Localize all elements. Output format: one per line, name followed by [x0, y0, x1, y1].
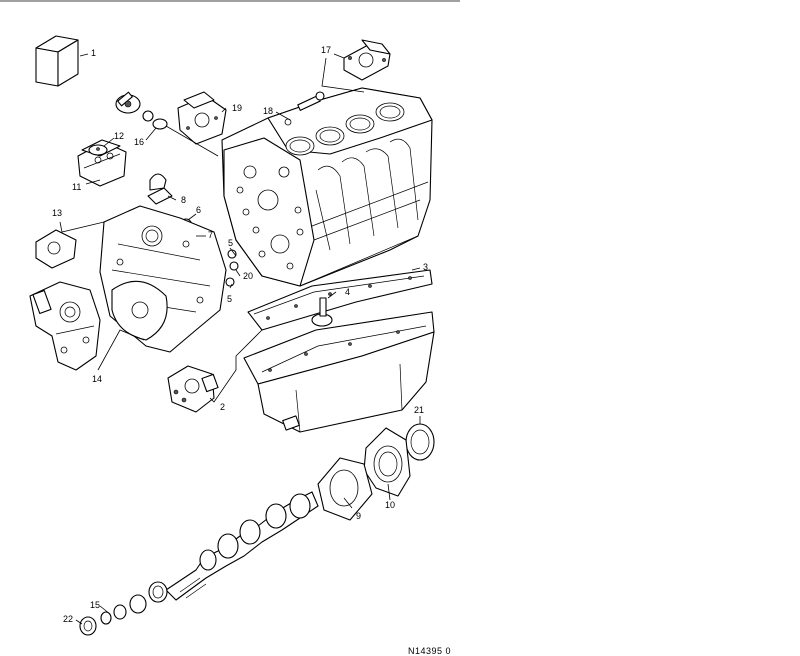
callout-4: 4 — [345, 287, 350, 297]
callout-18: 18 — [263, 106, 273, 116]
callout-2: 2 — [220, 402, 225, 412]
callout-6: 6 — [196, 205, 201, 215]
callout-1: 1 — [91, 48, 96, 58]
callout-8: 8 — [181, 195, 186, 205]
callout-15: 15 — [90, 600, 100, 610]
part-19-housing[interactable] — [177, 91, 227, 145]
part-4-strainer[interactable] — [311, 297, 333, 327]
callout-19: 19 — [232, 103, 242, 113]
part-oil-pan[interactable] — [243, 311, 435, 433]
part-16-sensor[interactable] — [115, 91, 168, 130]
callout-13: 13 — [52, 208, 62, 218]
part-17-flange[interactable] — [343, 39, 391, 81]
part-22-seal[interactable] — [79, 616, 97, 636]
callout-10: 10 — [385, 500, 395, 510]
callout-14: 14 — [92, 374, 102, 384]
callout-3: 3 — [423, 262, 428, 272]
callout-5a: 5 — [228, 238, 233, 248]
part-5-orings[interactable] — [225, 249, 239, 287]
callout-11: 11 — [72, 182, 81, 192]
part-crankshaft[interactable] — [165, 491, 319, 601]
callout-5b: 5 — [227, 294, 232, 304]
callout-17: 17 — [321, 45, 331, 55]
part-10-seal-housing[interactable] — [363, 427, 411, 497]
part-21-seal[interactable] — [405, 423, 435, 461]
part-12-cap[interactable] — [88, 144, 108, 156]
part-15-gear[interactable] — [100, 581, 168, 625]
callout-labels: 1 2 3 4 5 5 6 7 8 9 10 11 12 13 14 15 16… — [52, 45, 428, 624]
callout-21: 21 — [414, 405, 424, 415]
part-18-pin[interactable] — [284, 91, 325, 126]
callout-22: 22 — [63, 614, 73, 624]
part-14-water-pump[interactable] — [29, 281, 101, 371]
callout-7: 7 — [208, 230, 213, 240]
part-8-bracket[interactable] — [147, 173, 173, 205]
part-13-plate[interactable] — [35, 229, 77, 269]
part-2-oil-pump[interactable] — [167, 365, 219, 413]
part-engine-block[interactable] — [221, 87, 433, 287]
part-kit-box[interactable] — [35, 35, 79, 87]
callout-12: 12 — [114, 131, 124, 141]
callout-20: 20 — [243, 271, 253, 281]
callout-9: 9 — [356, 511, 361, 521]
callout-16: 16 — [134, 137, 144, 147]
part-gear-cover[interactable] — [99, 205, 227, 353]
part-9-gasket[interactable] — [317, 457, 373, 521]
leader-lines — [59, 53, 421, 625]
figure-code: N14395 0 — [408, 646, 452, 656]
